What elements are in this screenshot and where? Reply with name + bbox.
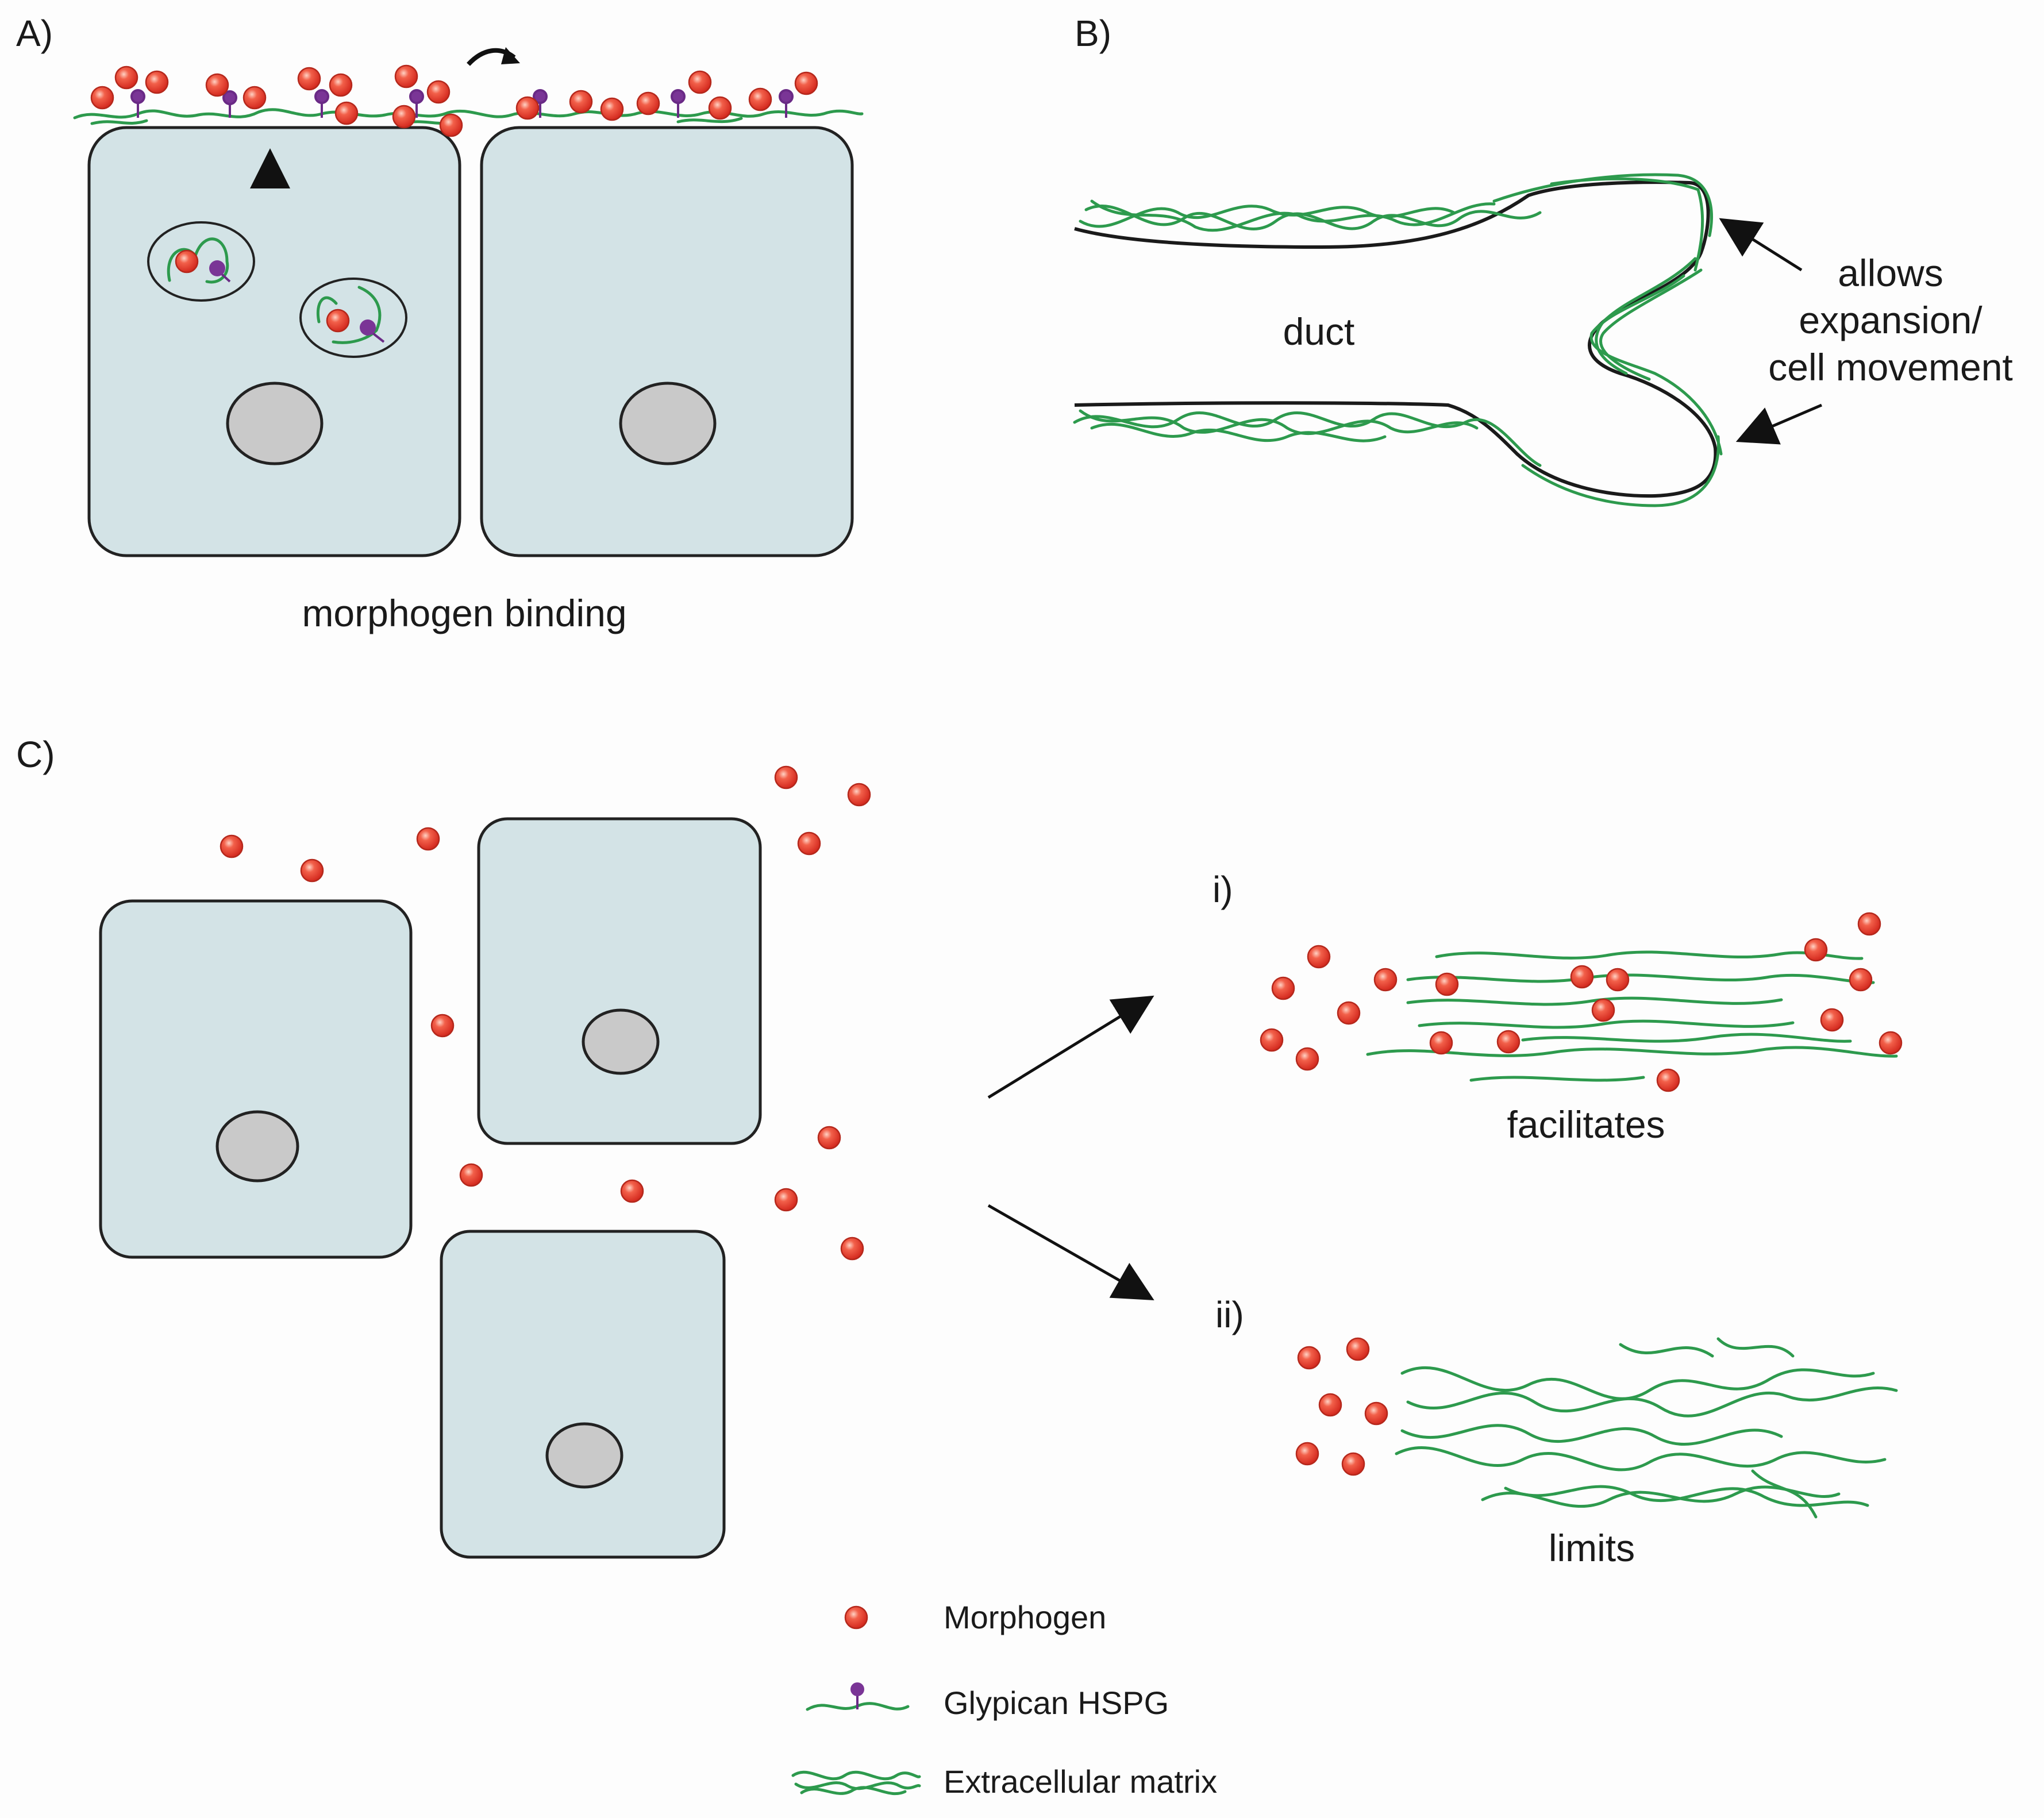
morphogen-icon <box>844 1605 868 1630</box>
nucleus-c-bottom <box>545 1422 623 1489</box>
nucleus-c-top <box>582 1008 660 1075</box>
panel-a: A) <box>16 13 864 634</box>
outcome-ii-label: ii) <box>1215 1294 1244 1335</box>
cell-c-left <box>99 899 413 1259</box>
legend-label-glypican: Glypican HSPG <box>944 1685 1169 1721</box>
cell-c-top <box>477 817 762 1145</box>
nucleus-c-left <box>215 1110 299 1183</box>
annotation-line-3: cell movement <box>1768 346 2013 388</box>
limits-morphogens <box>1295 1337 1388 1476</box>
panel-c-label: C) <box>16 734 55 775</box>
cell-right <box>480 126 854 557</box>
dense-ecm-fibers <box>1395 1337 1898 1519</box>
cell-left <box>87 126 461 557</box>
sparse-ecm-fibers <box>1366 950 1898 1082</box>
endosome-2 <box>299 278 407 358</box>
legend-label-morphogen: Morphogen <box>944 1599 1106 1635</box>
duct-ecm-fibers <box>1073 173 1723 507</box>
nucleus-right <box>619 382 717 465</box>
panel-c: C) i) <box>16 734 1903 1569</box>
annotation-arrow-bottom <box>1735 403 1822 445</box>
panel-b: B) duct allows expansion/ cell movement <box>1073 13 2013 507</box>
legend: Morphogen Glypican HSPG Extracellular ma… <box>791 1599 1217 1800</box>
extracellular-matrix-icon <box>791 1770 921 1796</box>
annotation-line-2: expansion/ <box>1799 299 1983 341</box>
glypican-stalks <box>130 89 794 118</box>
arrow-to-facilitates <box>987 995 1154 1099</box>
outcome-ii-caption: limits <box>1549 1527 1635 1569</box>
nucleus-left <box>226 382 324 465</box>
legend-label-ecm: Extracellular matrix <box>944 1763 1217 1800</box>
arrow-to-limits <box>987 1204 1154 1300</box>
outcome-i-caption: facilitates <box>1507 1103 1665 1146</box>
annotation-arrow-top <box>1719 218 1803 272</box>
cell-c-bottom <box>440 1230 726 1559</box>
outcome-i-label: i) <box>1212 869 1233 910</box>
surface-ecm-strand <box>73 108 864 120</box>
panel-b-label: B) <box>1075 13 1111 54</box>
duct-label: duct <box>1283 310 1355 353</box>
endosome-1 <box>147 221 255 302</box>
duct-outline <box>1074 180 1718 498</box>
panel-a-label: A) <box>16 13 53 54</box>
annotation-line-1: allows <box>1838 252 1943 294</box>
bound-morphogens <box>90 64 818 137</box>
glypican-hspg-icon <box>806 1682 910 1711</box>
panel-a-caption: morphogen binding <box>302 592 626 634</box>
